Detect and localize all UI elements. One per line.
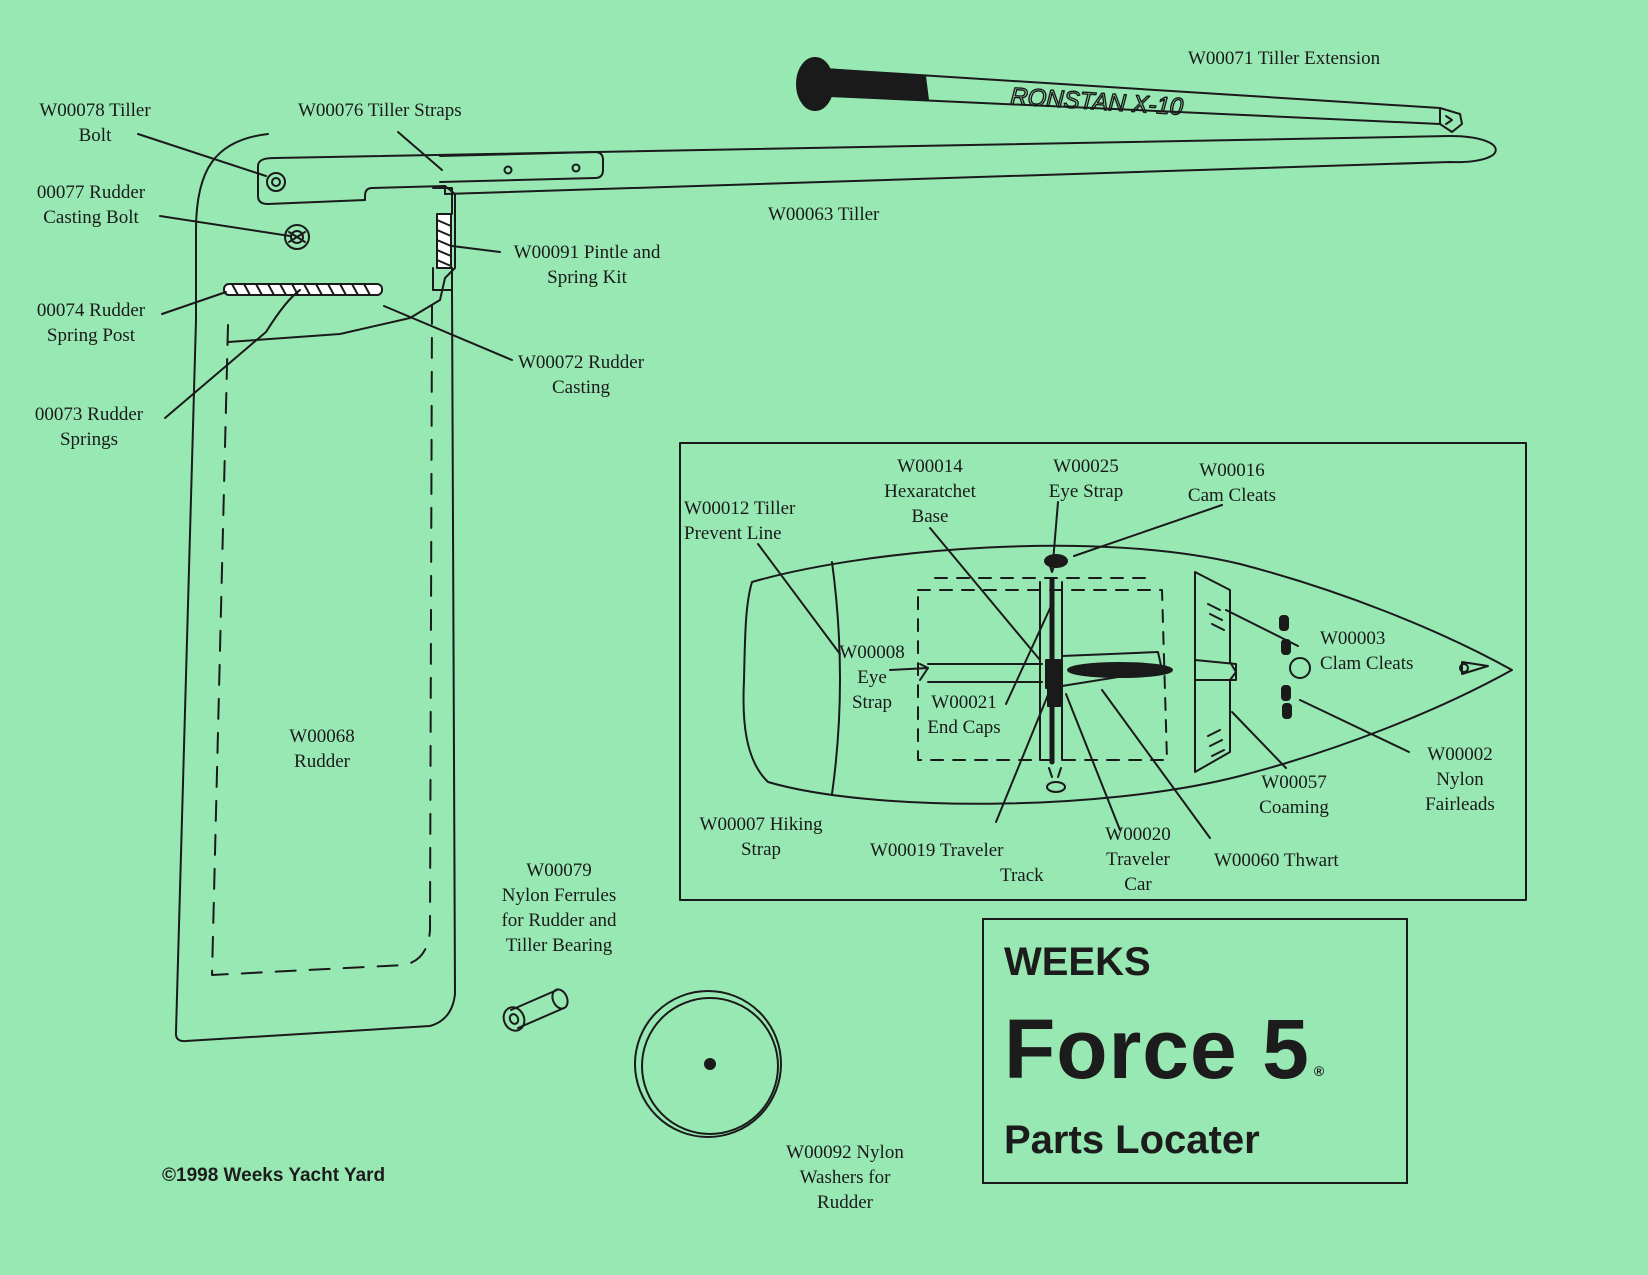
label-tiller-bolt: W00078 Tiller Bolt (39, 100, 151, 146)
label-cam-cleats: W00016 Cam Cleats (1187, 460, 1277, 506)
copyright-notice: ©1998 Weeks Yacht Yard (162, 1165, 386, 1186)
model-name-text: Force 5 (1004, 1002, 1310, 1096)
tiller-extension-marking: RONSTAN X-10 (1010, 83, 1185, 121)
label-nylon-ferrules: W00079 Nylon Ferrules for Rudder and Til… (501, 860, 617, 956)
brand-name: WEEKS (1004, 940, 1151, 984)
hull-drawing (742, 544, 1513, 805)
label-traveler-track: W00019 Traveler Track (870, 840, 1044, 886)
label-clam-cleats: W00003 Clam Cleats (1320, 628, 1414, 674)
document-subtitle: Parts Locater (1004, 1118, 1260, 1162)
label-eye-strap-side: W00008 Eye Strap (839, 642, 905, 713)
tiller-extension-drawing: RONSTAN X-10 (796, 57, 1463, 133)
leader-lines (137, 131, 1410, 839)
label-rudder-casting: W00072 Rudder Casting (517, 352, 645, 398)
label-rudder: W00068 Rudder (289, 726, 355, 772)
nylon-ferrule-drawing (502, 988, 569, 1032)
rudder-spring-post-drawing (223, 283, 383, 296)
label-eye-strap-top: W00025 Eye Strap (1048, 456, 1124, 502)
rudder-blade-drawing (174, 289, 456, 1043)
label-pintle-spring-kit: W00091 Pintle and Spring Kit (513, 242, 661, 288)
label-hiking-strap: W00007 Hiking Strap (699, 814, 823, 860)
label-nylon-washers: W00092 Nylon Washers for Rudder (786, 1142, 904, 1213)
label-tiller-extension: W00071 Tiller Extension (1188, 48, 1381, 69)
tiller-drawing (257, 135, 1497, 205)
label-rudder-casting-bolt: 00077 Rudder Casting Bolt (36, 182, 146, 228)
label-tiller-prevent-line: W00012 Tiller Prevent Line (684, 498, 796, 544)
registered-mark: ® (1313, 1063, 1326, 1079)
label-end-caps: W00021 End Caps (927, 692, 1001, 738)
nylon-washer-drawing (634, 990, 782, 1138)
hull-inset-frame (679, 442, 1527, 901)
label-tiller-straps: W00076 Tiller Straps (298, 100, 462, 121)
title-block: WEEKS Force 5® Parts Locater (982, 918, 1408, 1184)
label-hexaratchet-base: W00014 Hexaratchet Base (884, 456, 976, 527)
label-rudder-spring-post: 00074 Rudder Spring Post (36, 300, 146, 346)
label-thwart: W00060 Thwart (1214, 850, 1339, 871)
label-nylon-fairleads: W00002 Nylon Fairleads (1425, 744, 1495, 815)
model-name: Force 5® (1004, 1004, 1325, 1094)
label-rudder-springs: 00073 Rudder Springs (34, 404, 144, 450)
label-tiller: W00063 Tiller (768, 204, 880, 225)
pintle-kit-drawing (432, 187, 453, 291)
label-coaming: W00057 Coaming (1259, 772, 1329, 818)
label-traveler-car: W00020 Traveler Car (1105, 824, 1171, 895)
